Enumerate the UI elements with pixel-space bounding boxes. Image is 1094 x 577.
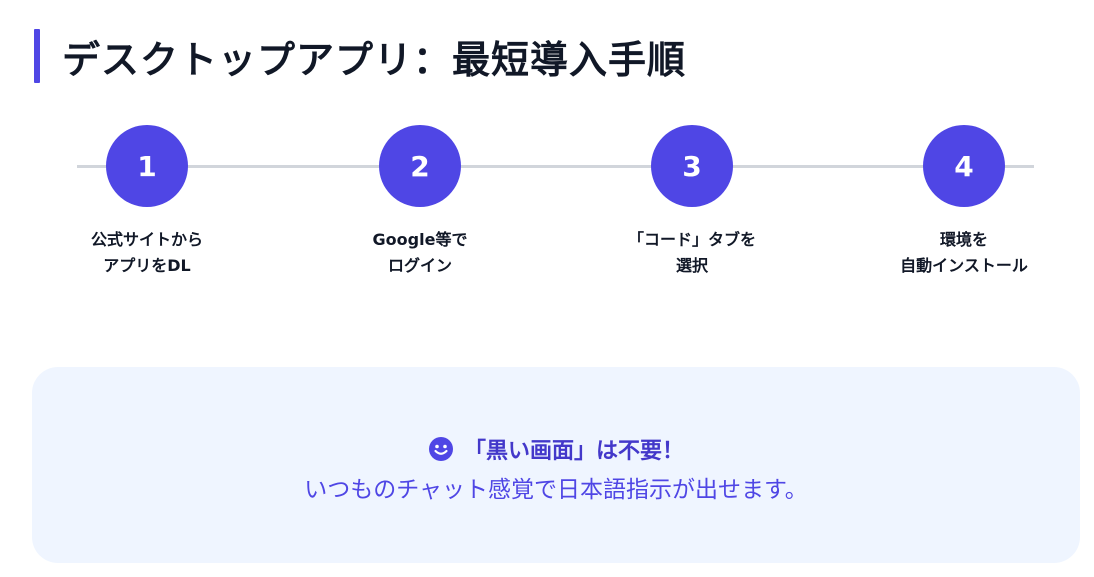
title-accent-bar [34, 29, 40, 83]
step-number-badge: 1 [106, 125, 188, 207]
step-4: 4 環境を 自動インストール [864, 125, 1064, 279]
callout-heading: 「黒い画面」は不要！ [32, 433, 1080, 465]
step-label: 環境を 自動インストール [864, 227, 1064, 279]
step-label-line: Google等で [372, 230, 468, 249]
timeline-track [77, 165, 1034, 168]
step-label-line: 自動インストール [900, 256, 1028, 275]
step-label: 「コード」タブを 選択 [592, 227, 792, 279]
callout-box: 「黒い画面」は不要！ いつものチャット感覚で日本語指示が出せます。 [32, 367, 1080, 563]
step-label-line: 選択 [675, 256, 708, 275]
step-label-line: 公式サイトから [90, 230, 203, 249]
title-section: デスクトップアプリ：最短導入手順 [34, 28, 686, 84]
step-2: 2 Google等で ログイン [320, 125, 520, 279]
steps-timeline: 1 公式サイトから アプリをDL 2 Google等で ログイン 3 「コード」… [47, 125, 1064, 279]
callout-heading-text: 「黒い画面」は不要！ [463, 439, 684, 464]
step-label: 公式サイトから アプリをDL [47, 227, 247, 279]
step-label-line: 環境を [939, 230, 988, 249]
step-number-badge: 3 [651, 125, 733, 207]
step-label: Google等で ログイン [320, 227, 520, 279]
step-number-badge: 4 [923, 125, 1005, 207]
step-label-line: アプリをDL [103, 256, 191, 275]
step-label-line: 「コード」タブを [627, 230, 756, 249]
callout-subtext: いつものチャット感覚で日本語指示が出せます。 [304, 477, 808, 503]
step-number-badge: 2 [379, 125, 461, 207]
smile-icon [428, 436, 454, 462]
step-label-line: ログイン [387, 256, 452, 275]
step-3: 3 「コード」タブを 選択 [592, 125, 792, 279]
step-1: 1 公式サイトから アプリをDL [47, 125, 247, 279]
page-title: デスクトップアプリ：最短導入手順 [62, 37, 687, 82]
